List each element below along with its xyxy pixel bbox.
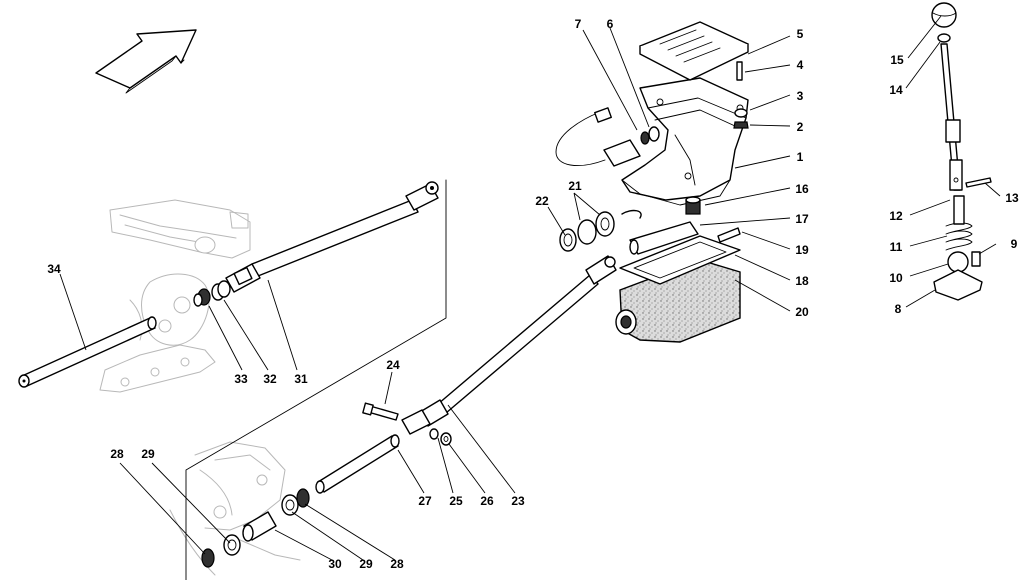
label-part-33: 33 <box>234 372 248 386</box>
label-part-28: 28 <box>110 447 124 461</box>
label-part-17: 17 <box>795 212 809 226</box>
leader-lines <box>59 15 1001 561</box>
label-part-11: 11 <box>890 240 903 254</box>
label-part-24: 24 <box>386 358 400 372</box>
rod-34 <box>18 316 157 388</box>
pin-4 <box>736 61 743 81</box>
label-part-28: 28 <box>390 557 404 571</box>
bracket-17 <box>629 221 699 255</box>
label-part-26: 26 <box>480 494 494 508</box>
label-part-1: 1 <box>797 150 804 164</box>
label-part-7: 7 <box>575 17 582 31</box>
label-part-34: 34 <box>47 262 61 276</box>
nut-25 <box>429 428 439 440</box>
label-part-19: 19 <box>795 243 809 257</box>
label-part-3: 3 <box>797 89 804 103</box>
label-part-18: 18 <box>795 274 809 288</box>
label-part-29: 29 <box>141 447 155 461</box>
washer-3 <box>734 108 748 118</box>
label-part-10: 10 <box>889 271 903 285</box>
part-labels: 7 6 5 4 3 2 1 16 17 19 18 20 21 22 15 14… <box>47 17 1019 571</box>
ball-joint-10 <box>947 251 969 273</box>
label-part-31: 31 <box>294 372 308 386</box>
rings-32-33 <box>193 280 231 307</box>
label-part-6: 6 <box>607 17 614 31</box>
shaft-31 <box>225 181 439 293</box>
label-part-16: 16 <box>795 182 809 196</box>
label-part-15: 15 <box>890 53 904 67</box>
bushings-28-29-30 <box>201 488 310 568</box>
label-part-12: 12 <box>889 209 903 223</box>
label-part-32: 32 <box>263 372 277 386</box>
label-part-8: 8 <box>895 302 902 316</box>
label-part-23: 23 <box>511 494 525 508</box>
gate-plate-5 <box>639 21 749 81</box>
screw-9 <box>971 251 981 267</box>
chassis-context-lower <box>169 441 301 576</box>
label-part-9: 9 <box>1011 237 1018 251</box>
lever-12 <box>940 43 963 191</box>
bushing-16 <box>685 196 701 215</box>
screw-19 <box>717 227 741 243</box>
washer-26 <box>440 432 452 446</box>
label-part-20: 20 <box>795 305 809 319</box>
label-part-13: 13 <box>1005 191 1019 205</box>
sensor-6-7 <box>555 107 660 167</box>
bolt-24 <box>362 402 399 421</box>
label-part-30: 30 <box>328 557 342 571</box>
shaft-23 <box>401 255 617 435</box>
label-part-5: 5 <box>797 27 804 41</box>
label-part-22: 22 <box>535 194 549 208</box>
gasket-18 <box>619 235 741 285</box>
base-8 <box>933 269 983 301</box>
bearings-21-22 <box>559 209 642 252</box>
direction-arrow-icon <box>95 29 197 94</box>
label-part-2: 2 <box>797 120 804 134</box>
inset-frame <box>185 179 447 580</box>
lever-housing-1 <box>621 77 749 206</box>
pin-13 <box>965 177 992 188</box>
label-part-27: 27 <box>418 494 432 508</box>
ring-14 <box>937 33 951 43</box>
label-part-25: 25 <box>449 494 463 508</box>
label-part-29: 29 <box>359 557 373 571</box>
shaft-27 <box>315 434 400 494</box>
label-part-4: 4 <box>797 58 804 72</box>
label-part-14: 14 <box>889 83 903 97</box>
label-part-21: 21 <box>568 179 582 193</box>
spring-11 <box>945 195 973 251</box>
nut-2 <box>733 121 749 129</box>
chassis-context-upper <box>99 199 251 393</box>
gear-knob-15 <box>931 2 957 28</box>
